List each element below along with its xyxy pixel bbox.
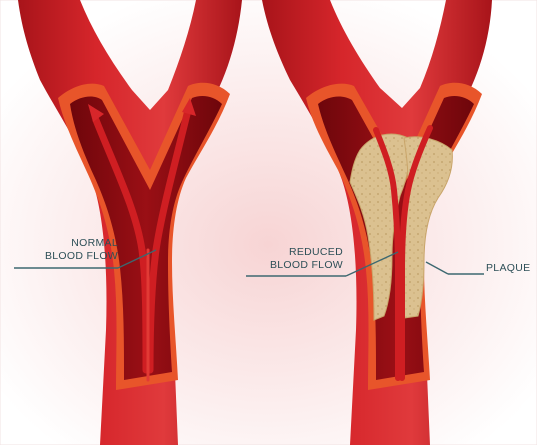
reduced-label-line-1: REDUCED <box>247 246 343 259</box>
normal-label-line-2: BLOOD FLOW <box>18 250 118 263</box>
normal-label-line-1: NORMAL <box>18 237 118 250</box>
reduced-label-line-2: BLOOD FLOW <box>247 259 343 272</box>
plaque-label-text: PLAQUE <box>486 262 530 275</box>
reduced-blood-flow-label: REDUCED BLOOD FLOW <box>247 246 343 272</box>
normal-blood-flow-label: NORMAL BLOOD FLOW <box>18 237 118 263</box>
plaque-label: PLAQUE <box>486 262 530 275</box>
